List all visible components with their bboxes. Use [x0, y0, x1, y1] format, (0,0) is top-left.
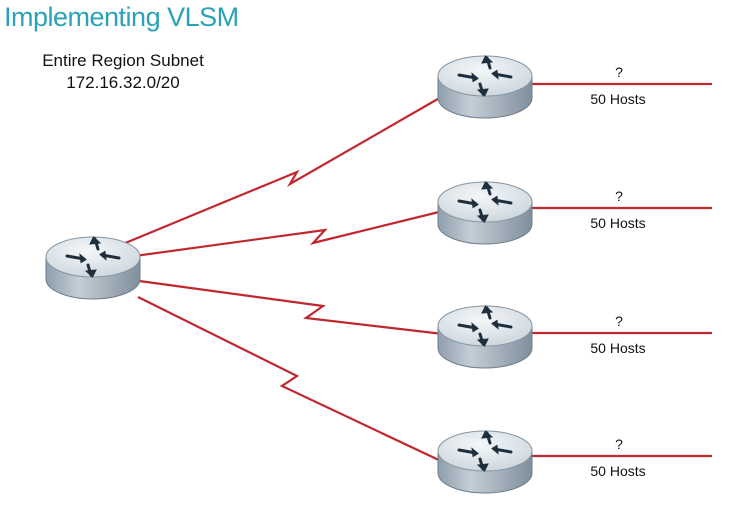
branch-router-3-icon — [436, 304, 534, 370]
branch-2-subnet: ? — [615, 188, 623, 204]
wan-link-2 — [119, 209, 444, 260]
wan-link-1 — [117, 95, 444, 248]
branch-router-2-icon — [436, 180, 534, 246]
region-subnet-label: Entire Region Subnet 172.16.32.0/20 — [8, 50, 238, 94]
branch-4-hosts: 50 Hosts — [590, 463, 645, 479]
branch-router-4-icon — [436, 429, 534, 495]
slide-title: Implementing VLSM — [4, 2, 239, 32]
wan-link-3 — [131, 278, 444, 336]
region-subnet-address: 172.16.32.0/20 — [66, 73, 180, 92]
wan-link-4 — [137, 296, 444, 463]
branch-3-subnet: ? — [615, 313, 623, 329]
branch-4-subnet: ? — [615, 436, 623, 452]
region-subnet-title: Entire Region Subnet — [42, 51, 204, 70]
branch-1-subnet: ? — [615, 64, 623, 80]
branch-router-1-icon — [436, 54, 534, 120]
core-router-icon — [44, 235, 142, 301]
branch-2-hosts: 50 Hosts — [590, 215, 645, 231]
branch-1-hosts: 50 Hosts — [590, 91, 645, 107]
branch-3-hosts: 50 Hosts — [590, 340, 645, 356]
